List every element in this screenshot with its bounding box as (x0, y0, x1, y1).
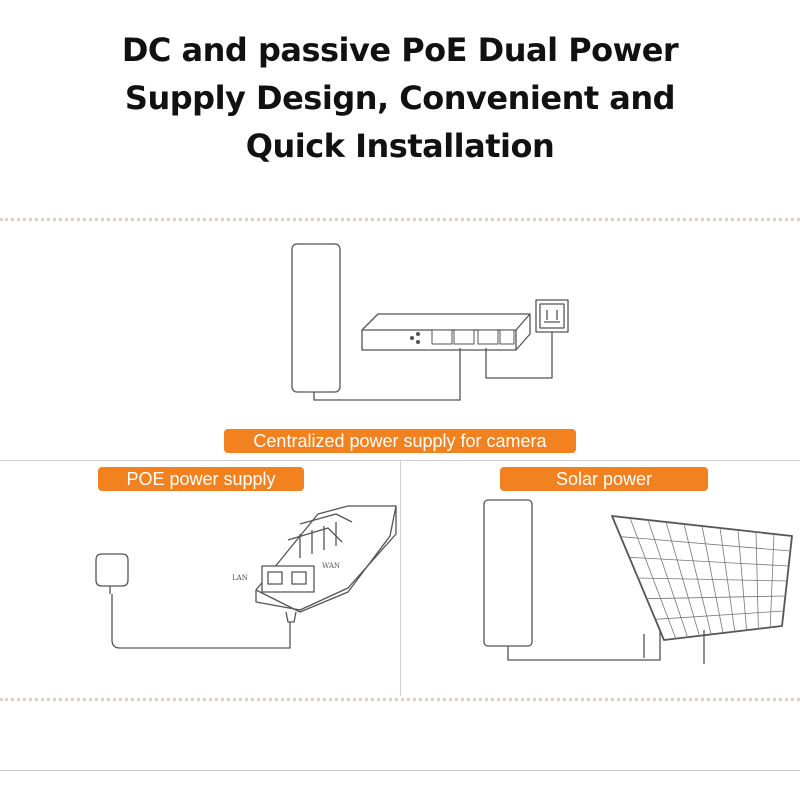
lan-port-label: LAN (232, 574, 248, 582)
footer-divider (0, 770, 800, 771)
title-line-1: DC and passive PoE Dual Power (121, 31, 679, 69)
solar-grid-row-line (655, 610, 784, 620)
bottom-divider (0, 698, 800, 701)
solar-power-label: Solar power (500, 467, 708, 491)
title-line-2: Supply Design, Convenient and (124, 79, 676, 117)
poe-supply-label: POE power supply (98, 467, 304, 491)
middle-divider (0, 460, 800, 461)
page-title: DC and passive PoE Dual Power Supply Des… (0, 26, 800, 170)
antenna-solar (483, 499, 661, 661)
column-divider (400, 461, 401, 696)
centralized-supply-label: Centralized power supply for camera (224, 429, 576, 453)
poe-switch (361, 313, 531, 351)
solar-grid-row-line (620, 536, 791, 552)
top-divider (0, 218, 800, 221)
title-line-3: Quick Installation (245, 127, 555, 165)
solar-panel-grid (620, 517, 791, 639)
power-adapter (95, 553, 291, 649)
solar-grid-row-line (629, 556, 789, 567)
solar-grid-row-line (637, 577, 788, 582)
wan-port-label: WAN (322, 562, 340, 570)
solar-grid-row-line (646, 595, 786, 600)
antenna-top (291, 243, 461, 401)
wall-socket (485, 299, 569, 379)
outdoor-cpe-unit (255, 505, 397, 626)
